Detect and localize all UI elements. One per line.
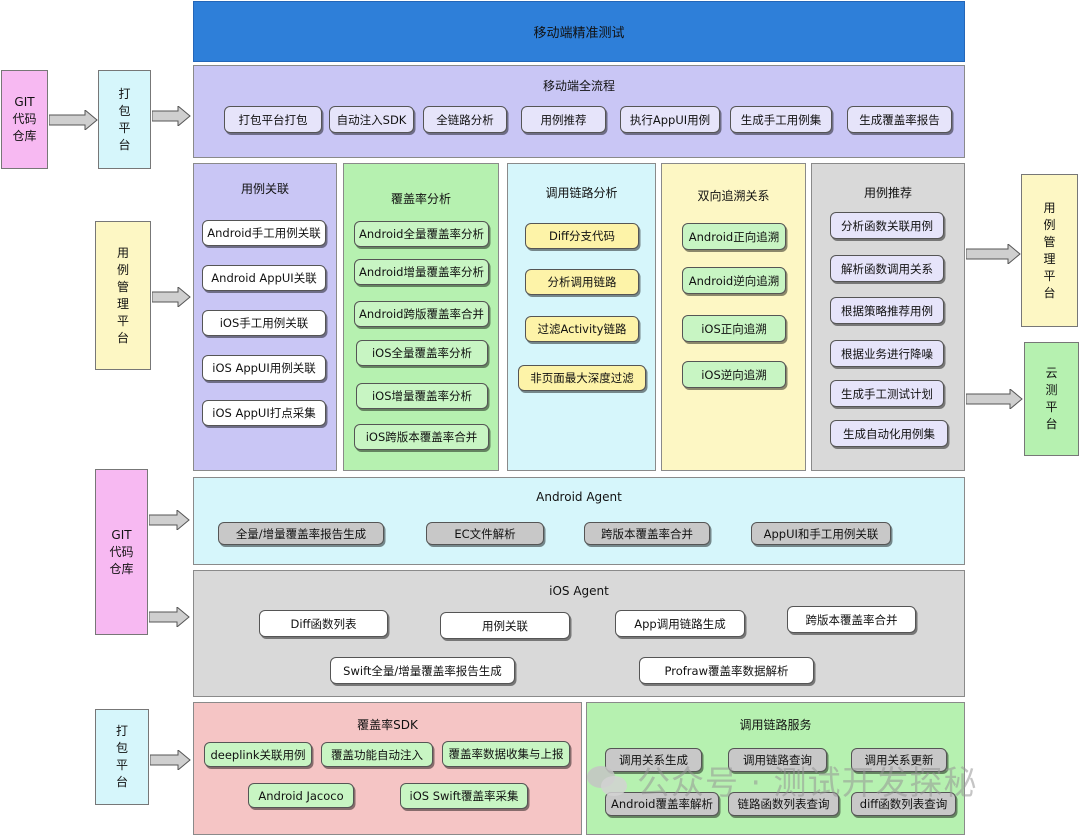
call-chain-title: 调用链路分析 <box>545 186 618 200</box>
chain-service-item: Android覆盖率解析 <box>605 792 719 816</box>
ios-agent-item: 用例关联 <box>440 612 570 639</box>
call-chain-item: 分析调用链路 <box>525 269 639 295</box>
ios-agent-panel: iOS Agent Diff函数列表 用例关联 App调用链路生成 跨版本覆盖率… <box>193 570 965 697</box>
case-link-item: iOS AppUI打点采集 <box>202 400 326 426</box>
arrow-git-to-pack <box>49 110 98 130</box>
trace-item: Android逆向追溯 <box>682 267 786 294</box>
android-agent-item: EC文件解析 <box>426 522 544 545</box>
chain-service-panel: 调用链路服务 调用关系生成 调用链路查询 调用关系更新 Android覆盖率解析… <box>586 702 965 835</box>
full-flow-panel: 移动端全流程 打包平台打包 自动注入SDK 全链路分析 用例推荐 执行AppUI… <box>193 65 965 158</box>
coverage-item: iOS跨版本覆盖率合并 <box>354 424 489 450</box>
top-title: 移动端精准测试 <box>533 26 625 41</box>
ios-agent-item: 跨版本覆盖率合并 <box>787 606 916 633</box>
chain-service-item: 调用关系生成 <box>605 748 702 772</box>
trace-item: iOS正向追溯 <box>682 315 786 342</box>
recommend-panel: 用例推荐 分析函数关联用例 解析函数调用关系 根据策略推荐用例 根据业务进行降噪… <box>811 163 965 471</box>
chain-service-item: 调用关系更新 <box>851 748 947 772</box>
sdk-item: iOS Swift覆盖率采集 <box>400 783 528 809</box>
watermark-text: 公众号 · 测试开发探秘 <box>637 763 978 802</box>
arrow-pack-to-sdk <box>150 750 191 770</box>
flow-step-pack: 打包平台打包 <box>224 106 322 133</box>
top-title-bar: 移动端精准测试 <box>193 1 965 62</box>
coverage-item: iOS增量覆盖率分析 <box>356 383 488 409</box>
flow-step-inject-sdk: 自动注入SDK <box>329 106 414 133</box>
call-chain-panel: 调用链路分析 Diff分支代码 分析调用链路 过滤Activity链路 非页面最… <box>507 163 656 471</box>
arrow-pack-to-flow <box>152 106 191 126</box>
case-link-item: Android手工用例关联 <box>202 220 326 246</box>
ios-agent-title: iOS Agent <box>549 584 609 598</box>
ios-agent-item: Profraw覆盖率数据解析 <box>639 657 814 684</box>
case-mgmt-box-right: 用例管理平台 <box>1021 174 1078 327</box>
ios-agent-item: Swift全量/增量覆盖率报告生成 <box>330 657 515 684</box>
call-chain-item: 过滤Activity链路 <box>525 316 639 342</box>
coverage-item: Android跨版覆盖率合并 <box>354 301 489 327</box>
chain-service-item: diff函数列表查询 <box>851 792 956 816</box>
case-link-panel: 用例关联 Android手工用例关联 Android AppUI关联 iOS手工… <box>193 163 337 471</box>
git-repo-box-2: GIT代码仓库 <box>95 469 148 635</box>
call-chain-item: 非页面最大深度过滤 <box>518 365 646 391</box>
cloud-test-box: 云测平台 <box>1024 342 1079 456</box>
wechat-icon <box>585 762 629 798</box>
git-repo-box-1: GIT代码仓库 <box>1 70 48 169</box>
arrow-recommend-to-case-mgmt <box>966 244 1021 264</box>
sdk-item: 覆盖率数据收集与上报 <box>442 741 570 767</box>
android-agent-title: Android Agent <box>536 490 622 504</box>
recommend-item: 根据策略推荐用例 <box>830 297 944 324</box>
case-link-title: 用例关联 <box>240 182 289 196</box>
coverage-item: Android增量覆盖率分析 <box>354 259 489 285</box>
coverage-analysis-panel: 覆盖率分析 Android全量覆盖率分析 Android增量覆盖率分析 Andr… <box>343 163 499 471</box>
case-link-item: Android AppUI关联 <box>202 265 326 291</box>
recommend-title: 用例推荐 <box>863 186 912 200</box>
flow-step-chain-analysis: 全链路分析 <box>423 106 507 133</box>
sdk-item: Android Jacoco <box>248 783 354 808</box>
call-chain-item: Diff分支代码 <box>525 223 639 249</box>
coverage-sdk-title: 覆盖率SDK <box>357 718 418 732</box>
recommend-item: 解析函数调用关系 <box>830 255 944 282</box>
coverage-analysis-title: 覆盖率分析 <box>390 192 451 206</box>
case-link-item: iOS AppUI用例关联 <box>202 355 326 381</box>
android-agent-panel: Android Agent 全量/增量覆盖率报告生成 EC文件解析 跨版本覆盖率… <box>193 477 965 565</box>
arrow-git-to-ios-agent <box>149 607 190 627</box>
case-mgmt-box-left: 用例管理平台 <box>95 221 151 370</box>
flow-step-manual-set: 生成手工用例集 <box>730 106 832 133</box>
watermark: 公众号 · 测试开发探秘 <box>585 758 977 802</box>
sdk-item: 覆盖功能自动注入 <box>321 742 433 767</box>
pack-platform-box-1: 打包平台 <box>98 70 151 169</box>
full-flow-title: 移动端全流程 <box>542 79 615 93</box>
coverage-item: Android全量覆盖率分析 <box>354 221 489 247</box>
trace-item: Android正向追溯 <box>682 223 786 250</box>
chain-service-item: 链路函数列表查询 <box>728 792 839 816</box>
android-agent-item: 全量/增量覆盖率报告生成 <box>218 522 384 545</box>
coverage-item: iOS全量覆盖率分析 <box>356 340 488 366</box>
recommend-item: 根据业务进行降噪 <box>830 340 944 367</box>
flow-step-run-appui: 执行AppUI用例 <box>620 106 720 133</box>
trace-item: iOS逆向追溯 <box>682 361 786 388</box>
arrow-git-to-android-agent <box>149 510 190 530</box>
trace-panel: 双向追溯关系 Android正向追溯 Android逆向追溯 iOS正向追溯 i… <box>661 163 806 471</box>
case-link-item: iOS手工用例关联 <box>202 310 326 336</box>
pack-platform-box-2: 打包平台 <box>95 709 149 805</box>
recommend-item: 分析函数关联用例 <box>830 212 944 239</box>
ios-agent-item: Diff函数列表 <box>259 610 388 637</box>
chain-service-item: 调用链路查询 <box>728 748 827 772</box>
ios-agent-item: App调用链路生成 <box>615 610 745 637</box>
android-agent-item: AppUI和手工用例关联 <box>751 522 891 545</box>
arrow-recommend-to-cloud <box>966 389 1023 409</box>
arrow-case-mgmt-to-modules <box>152 287 191 307</box>
chain-service-title: 调用链路服务 <box>739 718 812 732</box>
recommend-item: 生成手工测试计划 <box>830 380 944 407</box>
flow-step-recommend: 用例推荐 <box>521 106 606 133</box>
coverage-sdk-panel: 覆盖率SDK deeplink关联用例 覆盖功能自动注入 覆盖率数据收集与上报 … <box>193 702 582 835</box>
trace-title: 双向追溯关系 <box>697 189 770 203</box>
android-agent-item: 跨版本覆盖率合并 <box>584 522 710 545</box>
flow-step-coverage-report: 生成覆盖率报告 <box>847 106 952 133</box>
sdk-item: deeplink关联用例 <box>204 742 312 767</box>
recommend-item: 生成自动化用例集 <box>830 420 948 447</box>
